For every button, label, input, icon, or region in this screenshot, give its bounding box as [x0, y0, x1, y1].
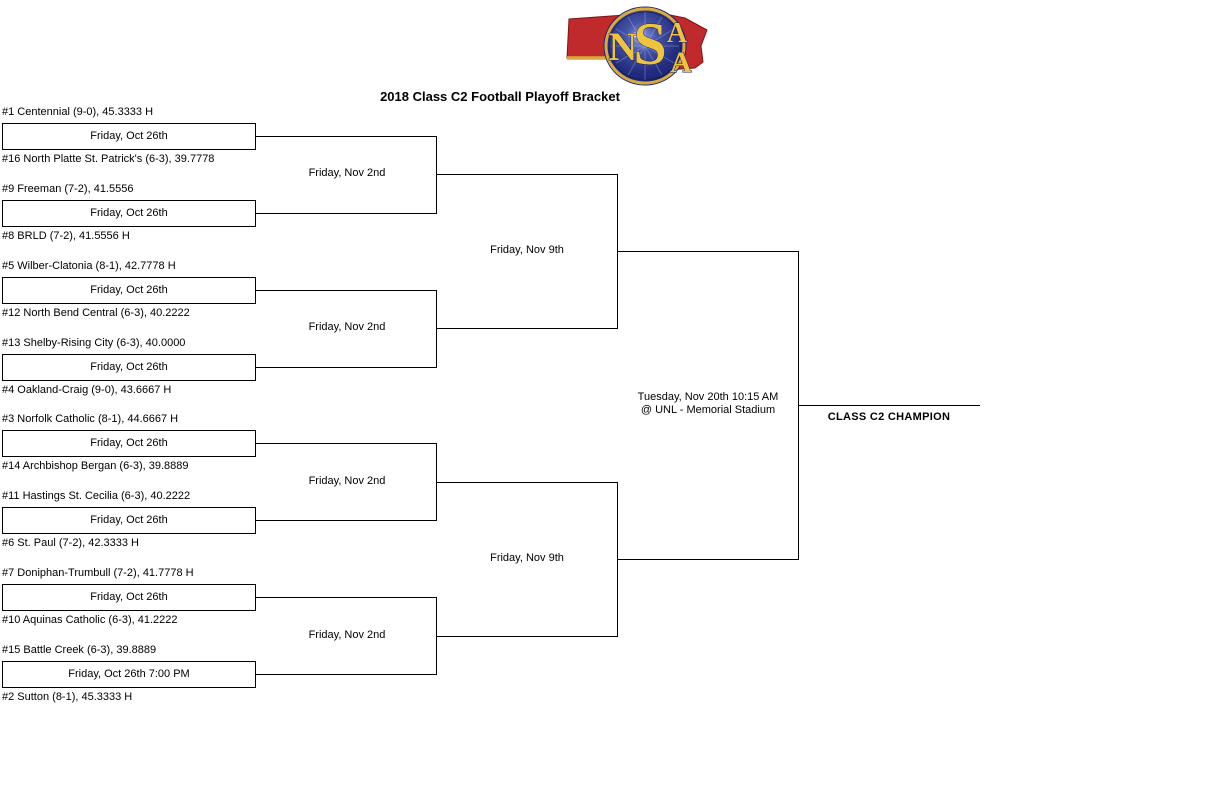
- round1-g2-date: Friday, Oct 26th: [90, 207, 168, 219]
- round1-g2-top-team: #9 Freeman (7-2), 41.5556: [2, 183, 134, 195]
- round1-g5-winner-line: [256, 443, 437, 444]
- semifinal-2-date: Friday, Nov 9th: [490, 552, 564, 564]
- starburst-rays: [611, 12, 679, 80]
- round2-gC-winner-line: [436, 482, 618, 483]
- champion-label: CLASS C2 CHAMPION: [827, 411, 951, 423]
- round1-g4-date: Friday, Oct 26th: [90, 361, 168, 373]
- semifinal-1-date: Friday, Nov 9th: [490, 244, 564, 256]
- logo-letter-a2: A: [670, 46, 692, 79]
- round2-gD-winner-line: [436, 636, 618, 637]
- round1-g2-box: [2, 200, 256, 227]
- nsaa-globe: N S A A: [603, 6, 693, 86]
- glint: [632, 32, 638, 38]
- round1-g5-bottom-team: #14 Archbishop Bergan (6-3), 39.8889: [2, 460, 189, 472]
- semifinal-1-winner-line: [617, 251, 799, 252]
- round1-g6-bottom-team: #6 St. Paul (7-2), 42.3333 H: [2, 537, 139, 549]
- round2-gA-date: Friday, Nov 2nd: [308, 167, 386, 179]
- round1-g3-top-team: #5 Wilber-Clatonia (8-1), 42.7778 H: [2, 260, 176, 272]
- page-title: 2018 Class C2 Football Playoff Bracket: [380, 89, 620, 104]
- round1-g4-winner-line: [256, 367, 437, 368]
- round1-g7-winner-line: [256, 597, 437, 598]
- round1-g6-date: Friday, Oct 26th: [90, 514, 168, 526]
- round1-g4-bottom-team: #4 Oakland-Craig (9-0), 43.6667 H: [2, 384, 172, 396]
- round1-g2-bottom-team: #8 BRLD (7-2), 41.5556 H: [2, 230, 130, 242]
- final-game-info: Tuesday, Nov 20th 10:15 AM @ UNL - Memor…: [618, 391, 798, 417]
- round1-g1-date: Friday, Oct 26th: [90, 130, 168, 142]
- round1-g3-date: Friday, Oct 26th: [90, 284, 168, 296]
- round1-g1-top-team: #1 Centennial (9-0), 45.3333 H: [2, 106, 154, 118]
- nsaa-logo: N S A A: [566, 6, 708, 86]
- round1-g4-top-team: #13 Shelby-Rising City (6-3), 40.0000: [2, 337, 186, 349]
- round1-g5-box: [2, 430, 256, 457]
- round1-g5-top-team: #3 Norfolk Catholic (8-1), 44.6667 H: [2, 413, 179, 425]
- round1-g7-date: Friday, Oct 26th: [90, 591, 168, 603]
- round1-g3-bottom-team: #12 North Bend Central (6-3), 40.2222: [2, 307, 190, 319]
- round1-g1-box: [2, 123, 256, 150]
- round2-gC-date: Friday, Nov 2nd: [308, 475, 386, 487]
- logo-letter-n: N: [609, 24, 638, 69]
- round1-g4-box: [2, 354, 256, 381]
- round1-g7-box: [2, 584, 256, 611]
- round1-g6-box: [2, 507, 256, 534]
- semifinal-2-winner-line: [617, 559, 799, 560]
- round2-gD-date: Friday, Nov 2nd: [308, 629, 386, 641]
- final-venue: @ UNL - Memorial Stadium: [640, 404, 776, 416]
- round2-gA-bracket-line: [436, 136, 437, 214]
- round2-gB-date: Friday, Nov 2nd: [308, 321, 386, 333]
- round1-g5-date: Friday, Oct 26th: [90, 437, 168, 449]
- champion-line: [798, 405, 980, 406]
- round1-g1-bottom-team: #16 North Platte St. Patrick's (6-3), 39…: [2, 153, 215, 165]
- round2-gB-winner-line: [436, 328, 618, 329]
- round1-g8-box: [2, 661, 256, 688]
- round1-g8-bottom-team: #2 Sutton (8-1), 45.3333 H: [2, 691, 133, 703]
- round1-g3-winner-line: [256, 290, 437, 291]
- round1-g7-bottom-team: #10 Aquinas Catholic (6-3), 41.2222: [2, 614, 178, 626]
- round1-g2-winner-line: [256, 213, 437, 214]
- round1-g3-box: [2, 277, 256, 304]
- round1-g7-top-team: #7 Doniphan-Trumbull (7-2), 41.7778 H: [2, 567, 194, 579]
- round2-gA-winner-line: [436, 174, 618, 175]
- round1-g6-top-team: #11 Hastings St. Cecilia (6-3), 40.2222: [2, 490, 191, 502]
- round2-gB-bracket-line: [436, 290, 437, 368]
- round1-g8-date: Friday, Oct 26th 7:00 PM: [68, 668, 190, 680]
- round1-g8-top-team: #15 Battle Creek (6-3), 39.8889: [2, 644, 157, 656]
- logo-letter-s: S: [633, 11, 666, 77]
- round1-g6-winner-line: [256, 520, 437, 521]
- logo-letter-a1: A: [667, 18, 688, 49]
- round1-g8-winner-line: [256, 674, 437, 675]
- final-datetime: Tuesday, Nov 20th 10:15 AM: [637, 391, 779, 403]
- round1-g1-winner-line: [256, 136, 437, 137]
